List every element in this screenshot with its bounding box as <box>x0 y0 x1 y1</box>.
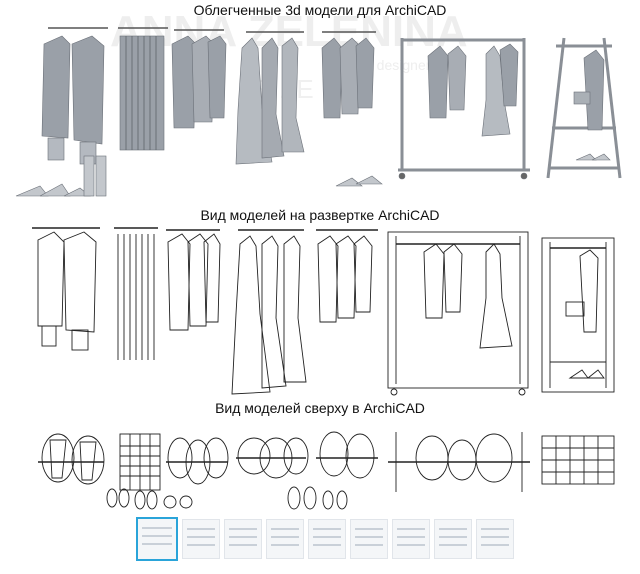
gallery-thumbnail[interactable] <box>224 519 262 559</box>
render-dresses <box>235 31 305 165</box>
render-trousers <box>118 27 168 151</box>
top-view-rolling-rack <box>388 432 530 492</box>
gallery-thumbnail[interactable] <box>392 519 430 559</box>
render-jackets-sneakers <box>321 31 383 187</box>
render-shirts <box>171 29 227 129</box>
gallery-thumbnail[interactable] <box>476 519 514 559</box>
row-3d-renders <box>0 18 640 208</box>
section-title-top-view: Вид моделей сверху в ArchiCAD <box>215 400 425 416</box>
top-view-ladder-stand <box>541 435 615 485</box>
row-elevation-drawings <box>0 222 640 400</box>
elevation-jackets-2 <box>316 229 378 323</box>
thumbnail-gallery <box>136 517 526 563</box>
elevation-trousers <box>114 227 158 360</box>
gallery-thumbnail[interactable] <box>266 519 304 559</box>
top-view-jackets-2 <box>316 431 378 479</box>
elevation-dresses <box>231 229 307 395</box>
top-view-trousers <box>119 433 161 491</box>
gallery-thumbnail[interactable] <box>182 519 220 559</box>
top-view-shirts <box>166 437 229 485</box>
gallery-thumbnail[interactable] <box>434 519 472 559</box>
elevation-rolling-rack <box>387 231 529 396</box>
gallery-thumbnail[interactable] <box>308 519 346 559</box>
row-top-views <box>0 418 640 518</box>
top-view-jackets <box>38 433 105 485</box>
gallery-thumbnail[interactable] <box>350 519 388 559</box>
render-jackets-shoes <box>15 27 108 197</box>
elevation-shirts <box>166 229 221 331</box>
render-rolling-rack <box>398 38 530 180</box>
gallery-thumbnail[interactable] <box>136 517 178 561</box>
elevation-jackets <box>32 227 100 351</box>
render-ladder-stand <box>546 37 622 179</box>
top-view-dresses <box>236 437 309 479</box>
top-view-shoes <box>106 486 348 510</box>
section-title-elevation: Вид моделей на развертке ArchiCAD <box>200 207 440 223</box>
section-title-3d-models: Облегченные 3d модели для ArchiCAD <box>193 2 447 18</box>
elevation-ladder-stand <box>541 237 615 393</box>
